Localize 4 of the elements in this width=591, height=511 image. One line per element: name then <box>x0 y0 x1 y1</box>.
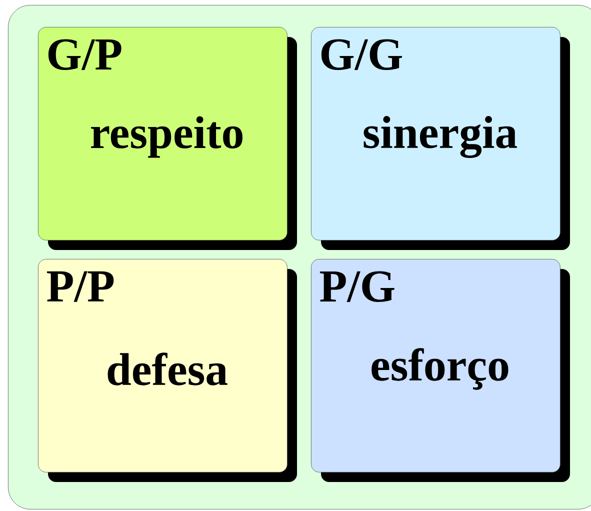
quadrant-box: P/P defesa <box>38 259 297 482</box>
quadrant-box: G/P respeito <box>38 27 297 250</box>
quadrant-box: P/G esforço <box>311 259 570 482</box>
quadrant-box: G/G sinergia <box>311 27 570 250</box>
